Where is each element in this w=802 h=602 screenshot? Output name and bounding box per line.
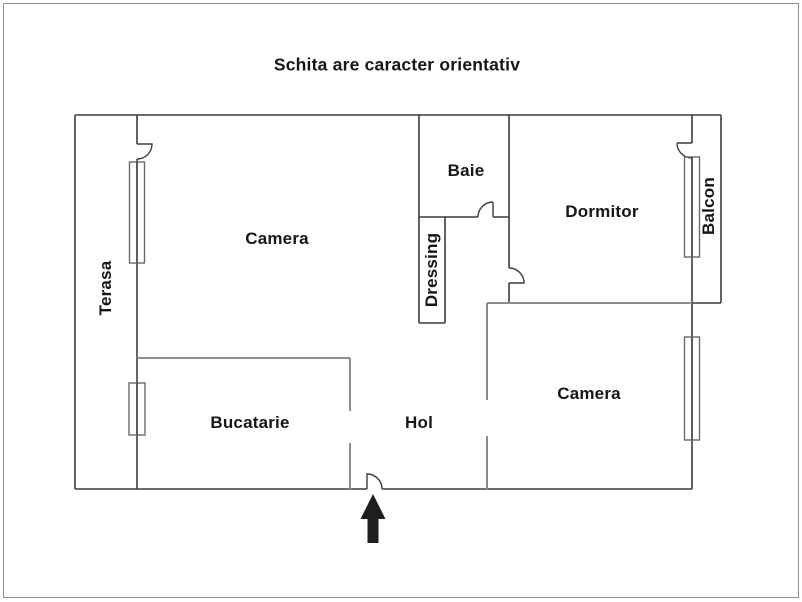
plan-disclaimer-title: Schita are caracter orientativ: [273, 54, 521, 75]
room-label-baie: Baie: [447, 161, 485, 180]
interior-walls-light: [137, 302, 692, 489]
room-label-dormitor: Dormitor: [565, 202, 639, 221]
terasa-door-arc: [136, 143, 153, 160]
door-symbols: [136, 142, 693, 490]
room-label-camera-2: Camera: [557, 384, 621, 403]
room-label-hol: Hol: [405, 413, 433, 432]
baie-door-arc: [477, 201, 494, 218]
balcon-door-arc: [676, 142, 693, 159]
room-label-terasa: Terasa: [96, 260, 115, 316]
window-symbols: [128, 156, 701, 441]
entrance-door-arc: [366, 473, 383, 490]
entrance-arrow-icon: [360, 494, 386, 543]
room-label-camera-living: Camera: [245, 229, 309, 248]
dormitor-door-arc: [508, 267, 525, 284]
outer-walls: [74, 114, 722, 490]
room-label-dressing: Dressing: [422, 232, 441, 308]
room-label-balcon: Balcon: [699, 177, 718, 235]
room-label-bucatarie: Bucatarie: [210, 413, 290, 432]
